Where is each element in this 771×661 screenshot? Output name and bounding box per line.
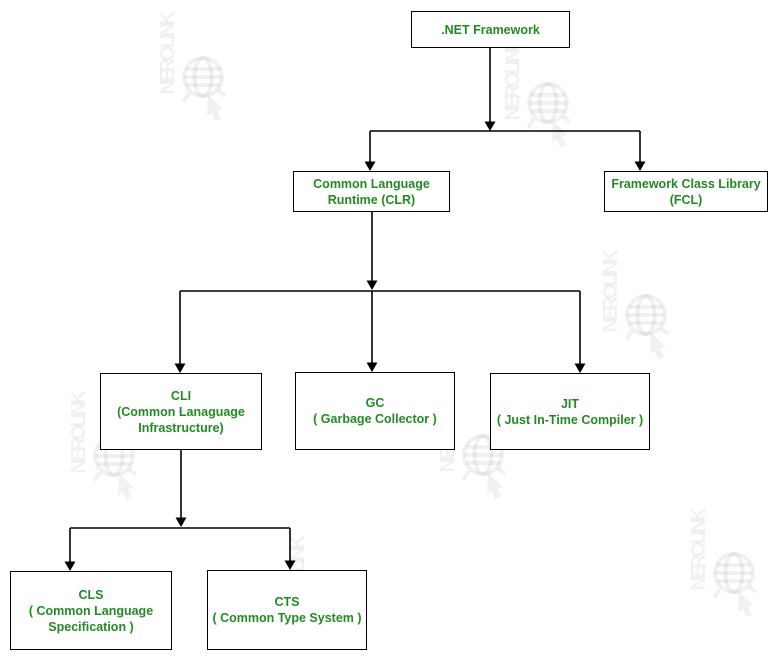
node-cts-label: CTS ( Common Type System ) bbox=[212, 595, 362, 625]
node-dotnet-framework: .NET Framework bbox=[411, 11, 570, 48]
node-clr: Common Language Runtime (CLR) bbox=[293, 171, 450, 212]
arrowhead-icons bbox=[64, 121, 646, 571]
node-jit-label: JIT ( Just In-Time Compiler ) bbox=[496, 396, 644, 427]
node-dotnet-framework-label: .NET Framework bbox=[441, 22, 540, 37]
node-gc-label: GC ( Garbage Collector ) bbox=[313, 396, 437, 426]
node-cls-label: CLS ( Common Language Specification ) bbox=[28, 587, 154, 634]
connector-lines bbox=[69, 48, 641, 563]
node-cts: CTS ( Common Type System ) bbox=[207, 570, 367, 650]
node-cli: CLI (Common Lanaguage Infrastructure) bbox=[100, 373, 262, 450]
node-gc: GC ( Garbage Collector ) bbox=[295, 372, 455, 450]
node-cls: CLS ( Common Language Specification ) bbox=[10, 571, 172, 650]
node-clr-label: Common Language Runtime (CLR) bbox=[313, 176, 430, 207]
node-jit: JIT ( Just In-Time Compiler ) bbox=[490, 373, 650, 450]
node-fcl-label: Framework Class Library (FCL) bbox=[611, 176, 761, 207]
node-fcl: Framework Class Library (FCL) bbox=[604, 171, 768, 212]
node-cli-label: CLI (Common Lanaguage Infrastructure) bbox=[117, 388, 245, 435]
